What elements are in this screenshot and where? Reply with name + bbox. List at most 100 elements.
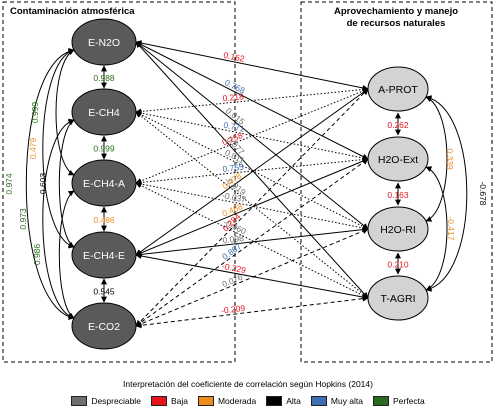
- edge-ech4-eco2: [42, 118, 75, 320]
- coef-label-ech4e-tagri: -0.229: [221, 261, 247, 275]
- edge-eco2-tagri: [135, 295, 369, 329]
- legend-label-perfecta: Perfecta: [393, 396, 425, 406]
- coef-label-en2o-ech4a: 0.999: [30, 102, 40, 124]
- node-e-n2o-shape: [71, 18, 137, 66]
- coef-label-ech4-ech4e: 0.603: [38, 173, 48, 195]
- node-h2o-ext-label: H2O-Ext: [378, 154, 418, 166]
- edge-en2o-ech4e: [42, 48, 75, 249]
- coef-label-ech4-ech4a: 0.999: [93, 144, 115, 154]
- coef-label-en2o-aprot: 0.162: [223, 50, 246, 64]
- coef-label-ech4a-ech4e: 0.486: [93, 215, 115, 225]
- edge-ech4-aprot: [135, 86, 369, 115]
- coef-label-en2o-ech4e: 0.479: [28, 138, 38, 160]
- legend-swatch-muy-alta: [310, 396, 327, 406]
- node-h2o-ri-label: H2O-RI: [380, 224, 416, 236]
- coef-label-ech4-h2oext: 0.771: [223, 120, 246, 134]
- edge-ech4-tagri: [135, 111, 369, 299]
- node-e-ch4-a-shape: [71, 159, 137, 207]
- legend-items: Despreciable Baja Moderada Alta Muy alta Perf…: [0, 396, 496, 406]
- coef-label-ech4-eco2: 0.973: [18, 208, 28, 230]
- legend-item-muy-alta: Muy alta: [310, 396, 364, 406]
- node-h2o-ext: H2O-Ext: [367, 136, 429, 182]
- coef-label-eco2-h2ori: 0.076: [221, 272, 245, 290]
- node-e-co2-shape: [71, 302, 137, 350]
- node-a-prot: A-PROT: [367, 66, 429, 112]
- legend-item-baja: Baja: [150, 396, 188, 406]
- node-e-ch4-e: E-CH4-E: [71, 231, 137, 279]
- group-box-aprovechamiento: [300, 1, 493, 363]
- coef-label-ech4a-h2oext: 0.755: [222, 162, 244, 174]
- legend-item-despreciable: Despreciable: [71, 396, 141, 406]
- legend-label-muy-alta: Muy alta: [330, 396, 364, 406]
- node-t-agri: T-AGRI: [367, 275, 429, 321]
- edge-eco2-h2ori: [135, 228, 369, 327]
- edge-en2o-aprot: [135, 40, 369, 91]
- edges-layer: [25, 40, 468, 329]
- group-title-left: Contaminación atmosférica: [10, 6, 135, 17]
- legend-swatch-despreciable: [71, 396, 88, 406]
- edge-ech4a-h2ori: [135, 181, 369, 231]
- node-e-ch4-label: E-CH4: [88, 107, 120, 119]
- node-a-prot-label: A-PROT: [378, 84, 418, 96]
- edge-ech4a-h2oext: [135, 156, 369, 186]
- node-e-ch4-e-label: E-CH4-E: [83, 250, 125, 262]
- legend-label-moderada: Moderada: [217, 396, 257, 406]
- coef-label-aprot-h2ori: 0.339: [445, 148, 455, 170]
- group-title-right-line2: de recursos naturales: [347, 18, 446, 29]
- edge-aprot-h2ori: [425, 96, 448, 222]
- node-e-n2o: E-N2O: [71, 18, 137, 66]
- edge-ech4a-eco2: [58, 190, 75, 319]
- node-e-co2: E-CO2: [71, 302, 137, 350]
- coef-label-aprot-tagri: -0.678: [478, 181, 488, 205]
- legend-label-alta: Alta: [286, 396, 301, 406]
- legend-item-moderada: Moderada: [197, 396, 257, 406]
- legend-title: Interpretación del coeficiente de correl…: [123, 379, 373, 389]
- edge-ech4e-aprot: [135, 88, 369, 256]
- node-e-ch4-shape: [71, 88, 137, 136]
- node-a-prot-shape: [367, 66, 429, 112]
- legend-item-alta: Alta: [266, 396, 301, 406]
- node-t-agri-shape: [367, 275, 429, 321]
- coef-label-ech4-aprot: 0.218: [222, 91, 244, 103]
- node-e-ch4-a-label: E-CH4-A: [83, 178, 125, 190]
- node-e-ch4: E-CH4: [71, 88, 137, 136]
- coef-label-ech4a-eco2: 0.986: [32, 244, 42, 266]
- node-e-ch4-a: E-CH4-A: [71, 159, 137, 207]
- coef-label-ech4e-eco2: 0.545: [93, 287, 115, 297]
- node-e-n2o-label: E-N2O: [88, 37, 120, 49]
- node-e-co2-label: E-CO2: [88, 321, 120, 333]
- legend-swatch-moderada: [197, 396, 214, 406]
- coef-label-en2o-eco2: 0.974: [4, 173, 14, 195]
- legend-label-despreciable: Despreciable: [91, 396, 141, 406]
- coef-label-ech4e-h2ori: 0.098: [222, 233, 245, 245]
- coef-label-aprot-h2oext: 0.262: [387, 120, 409, 130]
- edge-en2o-h2ori: [135, 41, 369, 230]
- edge-eco2-h2oext: [135, 158, 369, 327]
- legend-swatch-alta: [266, 396, 283, 406]
- node-h2o-ri: H2O-RI: [367, 206, 429, 252]
- edge-aprot-tagri: [425, 95, 468, 292]
- edge-eco2-aprot: [135, 88, 369, 327]
- edge-h2oext-tagri: [425, 166, 448, 291]
- edge-en2o-eco2: [25, 48, 75, 320]
- group-box-contaminacion: [2, 1, 236, 363]
- node-t-agri-label: T-AGRI: [380, 293, 415, 305]
- coef-label-h2oext-h2ori: 0.163: [387, 190, 409, 200]
- legend-label-baja: Baja: [170, 396, 188, 406]
- edge-en2o-ech4a: [55, 49, 75, 176]
- legend-swatch-perfecta: [373, 396, 390, 406]
- coef-label-eco2-tagri: -0.209: [221, 303, 246, 316]
- coef-label-en2o-ech4: 0.988: [93, 73, 115, 83]
- node-e-ch4-e-shape: [71, 231, 137, 279]
- group-title-right-line1: Aprovechamiento y manejo: [334, 6, 458, 17]
- legend-item-perfecta: Perfecta: [373, 396, 425, 406]
- node-h2o-ri-shape: [367, 206, 429, 252]
- edge-ech4e-tagri: [135, 253, 369, 300]
- coef-label-h2oext-tagri: -0.417: [446, 216, 456, 240]
- coef-label-h2ori-tagri: 0.210: [387, 260, 409, 270]
- node-h2o-ext-shape: [367, 136, 429, 182]
- legend-swatch-baja: [150, 396, 167, 406]
- legend: Interpretación del coeficiente de correl…: [0, 376, 496, 411]
